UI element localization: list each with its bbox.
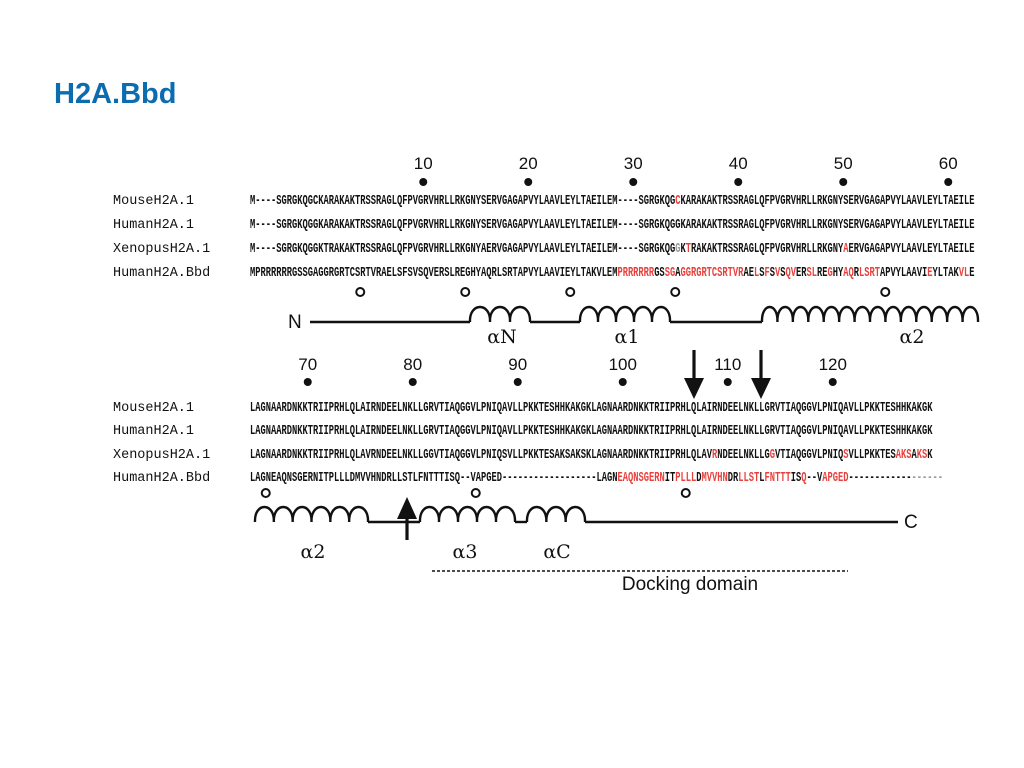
block-2-circles bbox=[260, 488, 691, 498]
position-tick-dot bbox=[524, 178, 533, 186]
position-tick-label: 20 bbox=[519, 154, 538, 173]
docking-domain: Docking domain bbox=[432, 570, 848, 595]
block-2-helix-labels: α2 α3 αC bbox=[301, 541, 571, 563]
hydrophobic-position-marker bbox=[680, 488, 691, 498]
hydrophobic-position-marker bbox=[880, 287, 891, 297]
block-2-ticks: 70 80 90 100 110 120 bbox=[298, 355, 847, 386]
position-tick-dot bbox=[419, 178, 428, 186]
sequence-name: XenopusH2A.1 bbox=[113, 242, 210, 257]
aligned-sequence: MPRRRRRRGSSGAGGRGRTCSRTVRAELSFSVSQVERSLR… bbox=[250, 265, 975, 281]
position-tick-dot bbox=[513, 378, 522, 386]
position-tick-dot bbox=[303, 378, 312, 386]
page-title: H2A.Bbd bbox=[54, 78, 177, 110]
down-arrow-head bbox=[684, 378, 704, 399]
aligned-sequence: M----SGRGKQGCKARAKAKTRSSRAGLQFPVGRVHRLLR… bbox=[250, 193, 975, 209]
position-tick-dot bbox=[629, 178, 638, 186]
sequence-name: HumanH2A.Bbd bbox=[113, 471, 210, 486]
block-1-secondary-structure: N bbox=[288, 305, 980, 333]
position-tick-dot bbox=[944, 178, 953, 186]
helix-label: αN bbox=[487, 326, 516, 348]
sequence-name: HumanH2A.Bbd bbox=[113, 266, 210, 281]
hydrophobic-position-marker bbox=[565, 287, 576, 297]
position-tick-dot bbox=[734, 178, 743, 186]
block-1-circles bbox=[355, 287, 891, 297]
hydrophobic-position-marker bbox=[670, 287, 681, 297]
helix-coil bbox=[253, 505, 370, 523]
up-arrow-head bbox=[397, 497, 417, 519]
sequence-name: HumanH2A.1 bbox=[113, 424, 194, 439]
sequence-name: MouseH2A.1 bbox=[113, 194, 194, 209]
position-tick-label: 50 bbox=[834, 154, 853, 173]
sequence-name: HumanH2A.1 bbox=[113, 218, 194, 233]
aligned-sequence: LAGNEAQNSGERNITPLLLDMVVHNDRLLSTLFNTTTISQ… bbox=[250, 470, 943, 486]
n-terminus-label: N bbox=[288, 312, 302, 333]
block-1-helix-labels: αN α1 α2 bbox=[487, 326, 924, 348]
hydrophobic-position-marker bbox=[260, 488, 271, 498]
position-tick-label: 80 bbox=[403, 355, 422, 374]
position-tick-label: 40 bbox=[729, 154, 748, 173]
position-tick-dot bbox=[828, 378, 837, 386]
block-1: 10 20 30 40 50 60 MouseH2A.1 M----SGRGKQGCKARA… bbox=[113, 154, 980, 348]
hydrophobic-position-marker bbox=[470, 488, 481, 498]
position-tick-dot bbox=[618, 378, 627, 386]
helix-label: α2 bbox=[900, 326, 925, 348]
aligned-sequence: LAGNAARDNKKTRIIPRHLQLAIRNDEELNKLLGRVTIAQ… bbox=[250, 400, 933, 416]
sequence-name: XenopusH2A.1 bbox=[113, 448, 210, 463]
block-1-alignment: MouseH2A.1 M----SGRGKQGCKARAKAKTRSSRAGLQF… bbox=[113, 193, 975, 281]
position-tick-label: 110 bbox=[714, 355, 741, 374]
helix-coil bbox=[760, 305, 980, 323]
position-tick-dot bbox=[408, 378, 417, 386]
sequence-name: MouseH2A.1 bbox=[113, 401, 194, 416]
block-1-ticks: 10 20 30 40 50 60 bbox=[414, 154, 958, 186]
cleavage-arrows bbox=[397, 350, 771, 540]
helix-coil bbox=[578, 305, 672, 323]
aligned-sequence: M----SGRGKQGGKTRAKAKTRSSRAGLQFPVGRVHRLLR… bbox=[250, 241, 975, 257]
position-tick-dot bbox=[839, 178, 848, 186]
helix-label: α1 bbox=[615, 326, 640, 348]
position-tick-dot bbox=[723, 378, 732, 386]
position-tick-label: 100 bbox=[609, 355, 637, 374]
helix-label: α2 bbox=[301, 541, 326, 563]
aligned-sequence: M----SGRGKQGGKARAKAKTRSSRAGLQFPVGRVHRLLR… bbox=[250, 217, 975, 233]
hydrophobic-position-marker bbox=[460, 287, 471, 297]
position-tick-label: 90 bbox=[508, 355, 527, 374]
position-tick-label: 30 bbox=[624, 154, 643, 173]
hydrophobic-position-marker bbox=[355, 287, 366, 297]
aligned-sequence: LAGNAARDNKKTRIIPRHLQLAVRNDEELNKLLGGVTIAQ… bbox=[250, 447, 933, 463]
down-arrow-head bbox=[751, 378, 771, 399]
helix-label: αC bbox=[543, 541, 570, 563]
position-tick-label: 60 bbox=[939, 154, 958, 173]
c-terminus-label: C bbox=[904, 512, 918, 533]
docking-domain-label: Docking domain bbox=[622, 574, 758, 595]
block-2-secondary-structure: C bbox=[253, 505, 918, 533]
position-tick-label: 120 bbox=[819, 355, 847, 374]
position-tick-label: 70 bbox=[298, 355, 317, 374]
helix-coil bbox=[418, 505, 517, 523]
helix-coil bbox=[525, 505, 587, 523]
helix-coil bbox=[468, 305, 532, 323]
aligned-sequence: LAGNAARDNKKTRIIPRHLQLAIRNDEELNKLLGRVTIAQ… bbox=[250, 423, 933, 439]
helix-label: α3 bbox=[453, 541, 478, 563]
position-tick-label: 10 bbox=[414, 154, 433, 173]
